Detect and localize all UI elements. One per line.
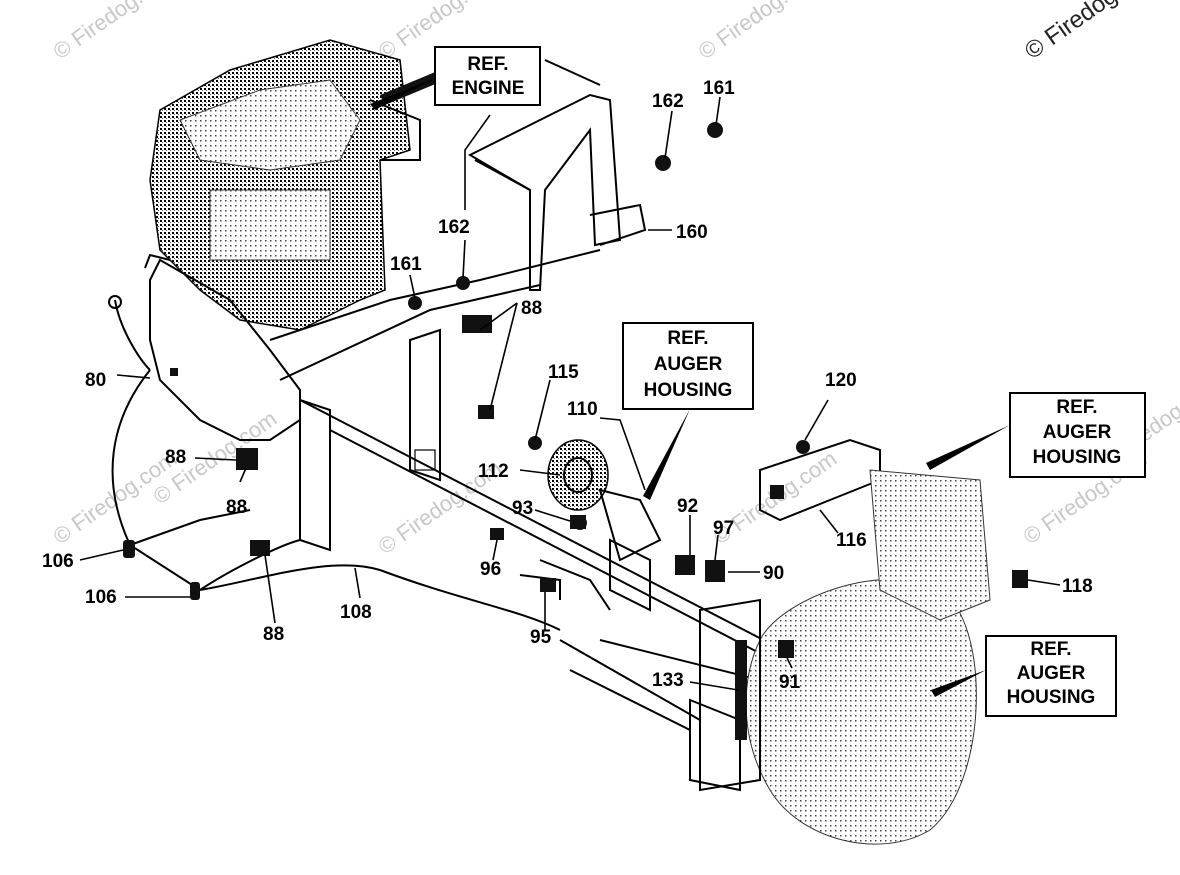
ref-auger2-line-2: AUGER	[1043, 422, 1112, 443]
ref-auger2-line-3: HOUSING	[1033, 447, 1122, 468]
ref-box-auger-housing-3: REF. AUGER HOUSING	[931, 635, 1117, 717]
left-side-plate	[108, 253, 301, 441]
ref-auger3-line-1: REF.	[1030, 639, 1071, 660]
part-label-88-top: 88	[521, 298, 542, 319]
part-label-133: 133	[652, 670, 684, 691]
part-label-96: 96	[480, 559, 501, 580]
right-bracket	[759, 438, 881, 522]
part-label-115: 115	[548, 362, 579, 383]
part-label-106-lower: 106	[85, 587, 117, 608]
watermark-corner: © Firedog	[1020, 0, 1122, 65]
hardware	[236, 122, 1028, 658]
part-label-92: 92	[677, 496, 698, 517]
part-label-97: 97	[713, 518, 734, 539]
part-label-112: 112	[478, 461, 509, 482]
part-label-110: 110	[567, 399, 598, 420]
engine	[149, 39, 445, 331]
ref-box-auger-housing-1: REF. AUGER HOUSING	[622, 322, 754, 500]
ref-auger1-line-1: REF.	[667, 328, 708, 349]
part-label-118: 118	[1062, 576, 1093, 597]
part-label-106-upper: 106	[42, 551, 74, 572]
ref-auger1-line-3: HOUSING	[644, 380, 733, 401]
part-label-93: 93	[512, 498, 533, 519]
ref-auger2-line-1: REF.	[1056, 397, 1097, 418]
watermark-3: © Firedog.com	[694, 0, 827, 64]
part-label-162-mid: 162	[438, 217, 470, 238]
part-label-160: 160	[676, 222, 708, 243]
ref-auger3-line-3: HOUSING	[1007, 687, 1096, 708]
belt-cover	[467, 59, 647, 291]
part-label-88-left: 88	[165, 447, 186, 468]
ref-auger1-line-2: AUGER	[654, 354, 723, 375]
ref-box-engine: REF. ENGINE	[370, 46, 541, 110]
part-label-162-top: 162	[652, 91, 684, 112]
part-label-91: 91	[779, 672, 801, 693]
ref-engine-line-1: REF.	[467, 54, 508, 75]
part-label-80: 80	[85, 370, 106, 391]
cables	[111, 369, 561, 631]
part-label-88-bottom: 88	[263, 624, 284, 645]
part-label-161-mid: 161	[390, 254, 422, 275]
part-label-108: 108	[340, 602, 372, 623]
part-label-120: 120	[825, 370, 857, 391]
ref-auger3-line-2: AUGER	[1017, 663, 1086, 684]
part-label-116: 116	[836, 530, 867, 551]
part-label-88-lower: 88	[226, 497, 247, 518]
part-label-90: 90	[763, 563, 784, 584]
ref-box-auger-housing-2: REF. AUGER HOUSING	[926, 392, 1146, 478]
part-labels: 162 161 162 160 161 88 80 88 88 106 106 …	[42, 78, 1093, 693]
part-label-161-top: 161	[703, 78, 735, 99]
part-label-95: 95	[530, 627, 552, 648]
pulley-assembly	[519, 436, 662, 611]
leader-lines	[79, 96, 1061, 691]
ref-engine-line-2: ENGINE	[452, 78, 525, 99]
watermark-1: © Firedog.com	[49, 0, 182, 64]
auger-housing	[699, 469, 991, 845]
brackets	[299, 328, 741, 792]
